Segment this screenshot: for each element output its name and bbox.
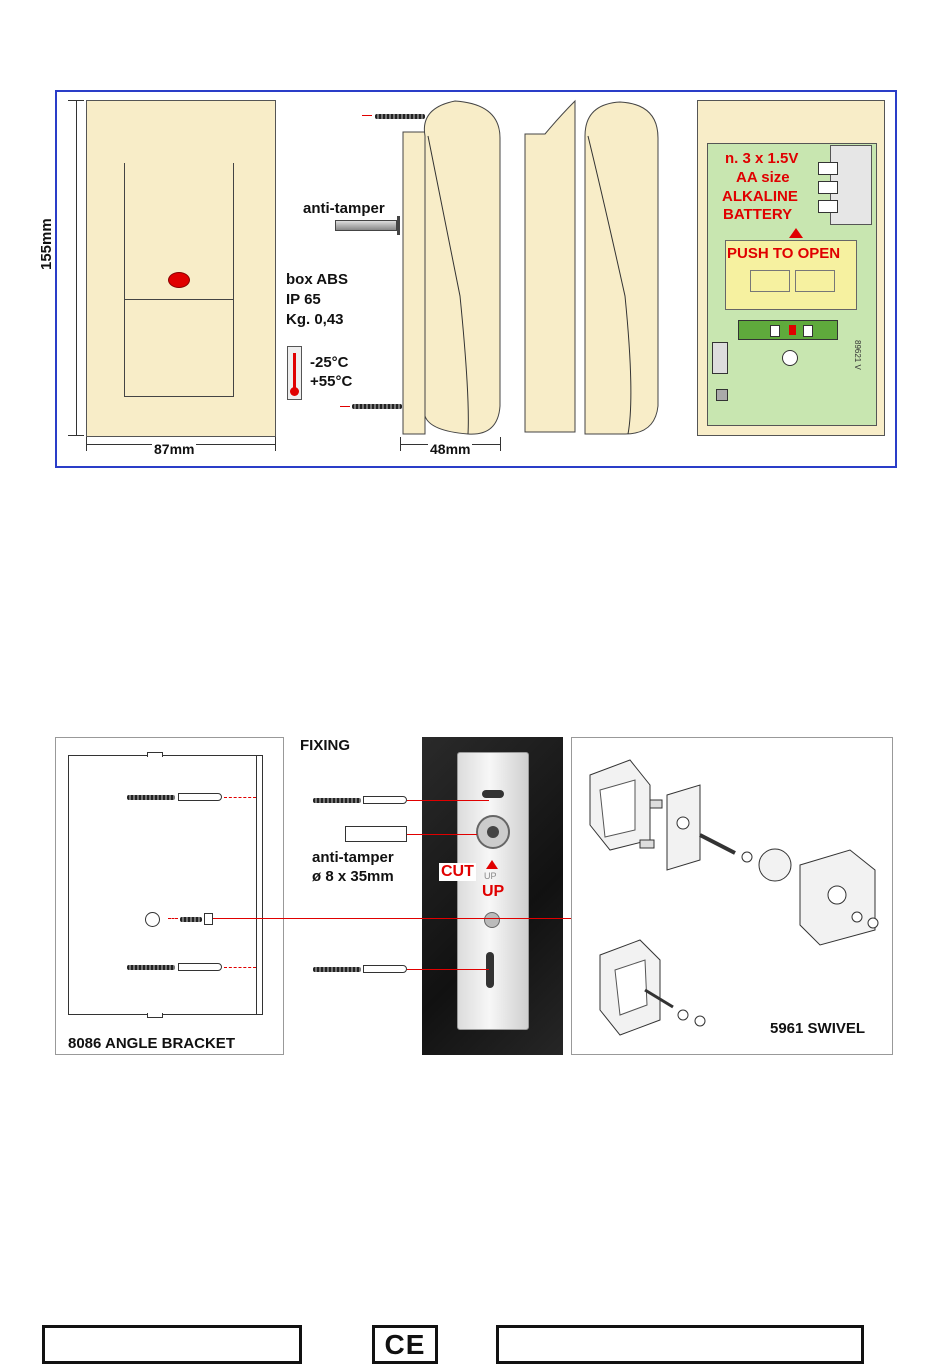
arrow-up-icon	[789, 228, 803, 238]
bracket-screw-middle-icon	[180, 917, 202, 922]
spec-weight: Kg. 0,43	[286, 311, 344, 328]
fixing-anti-tamper-pin	[345, 826, 407, 842]
depth-label: 48mm	[428, 441, 472, 457]
thermometer-icon	[287, 346, 302, 400]
up-small-label: UP	[484, 871, 497, 881]
ce-mark-box: CE	[372, 1325, 438, 1364]
screw-top	[362, 115, 372, 116]
battery-spec-line4: BATTERY	[723, 206, 792, 223]
fresnel-lens	[124, 299, 234, 397]
tamper-switch-icon	[716, 389, 728, 401]
bracket-anchor-bottom-icon	[178, 963, 222, 971]
led-indicator-icon	[168, 272, 190, 288]
battery-spec-line2: AA size	[736, 169, 790, 186]
height-label: 155mm	[38, 218, 55, 270]
front-view-lens-right-line	[233, 163, 234, 299]
up-label: UP	[482, 883, 504, 901]
battery-icon	[818, 162, 838, 175]
battery-spec-line1: n. 3 x 1.5V	[725, 150, 798, 167]
angle-bracket-plate	[68, 755, 263, 1015]
bracket-screw-bottom-icon	[127, 965, 175, 970]
angle-bracket-label: 8086 ANGLE BRACKET	[68, 1035, 235, 1052]
battery-icon	[818, 181, 838, 194]
fixing-anchor-top-icon	[363, 796, 407, 804]
screw-top-icon	[375, 114, 425, 119]
swivel-label: 5961 SWIVEL	[770, 1020, 865, 1037]
up-arrow-icon	[486, 860, 498, 869]
dip-switch-icon	[712, 342, 728, 374]
fixing-anchor-bottom-icon	[363, 965, 407, 973]
front-view-lens-left-line	[124, 163, 125, 299]
battery-spec-line3: ALKALINE	[722, 188, 798, 205]
spec-material: box ABS	[286, 271, 348, 288]
component-circle-icon	[782, 350, 798, 366]
connector-strip	[738, 320, 838, 340]
pcb-code: 89621 V	[853, 340, 862, 370]
tamper-hole-icon	[476, 815, 510, 849]
fixing-screw-top-icon	[313, 798, 361, 803]
footer-box-left	[42, 1325, 302, 1364]
fixing-anti-tamper-label: anti-tamper	[312, 849, 394, 866]
screw-bottom-icon	[352, 404, 402, 409]
footer-box-right	[496, 1325, 864, 1364]
screw-bottom	[340, 406, 350, 407]
side-view-drawing	[340, 96, 680, 466]
fixing-title: FIXING	[300, 737, 350, 754]
battery-icon	[818, 200, 838, 213]
fixing-anti-tamper-size: ø 8 x 35mm	[312, 868, 394, 885]
bracket-screw-top-icon	[127, 795, 175, 800]
bracket-anchor-top-icon	[178, 793, 222, 801]
fixing-screw-bottom-icon	[313, 967, 361, 972]
bracket-hole-icon	[145, 912, 160, 927]
swivel-exploded-drawing	[575, 745, 889, 1045]
width-label: 87mm	[152, 441, 196, 457]
cut-label: CUT	[439, 863, 476, 881]
height-dimension-line	[76, 100, 77, 436]
ce-mark-icon: CE	[385, 1329, 426, 1361]
spec-ip-rating: IP 65	[286, 291, 321, 308]
push-to-open-label: PUSH TO OPEN	[727, 245, 840, 262]
